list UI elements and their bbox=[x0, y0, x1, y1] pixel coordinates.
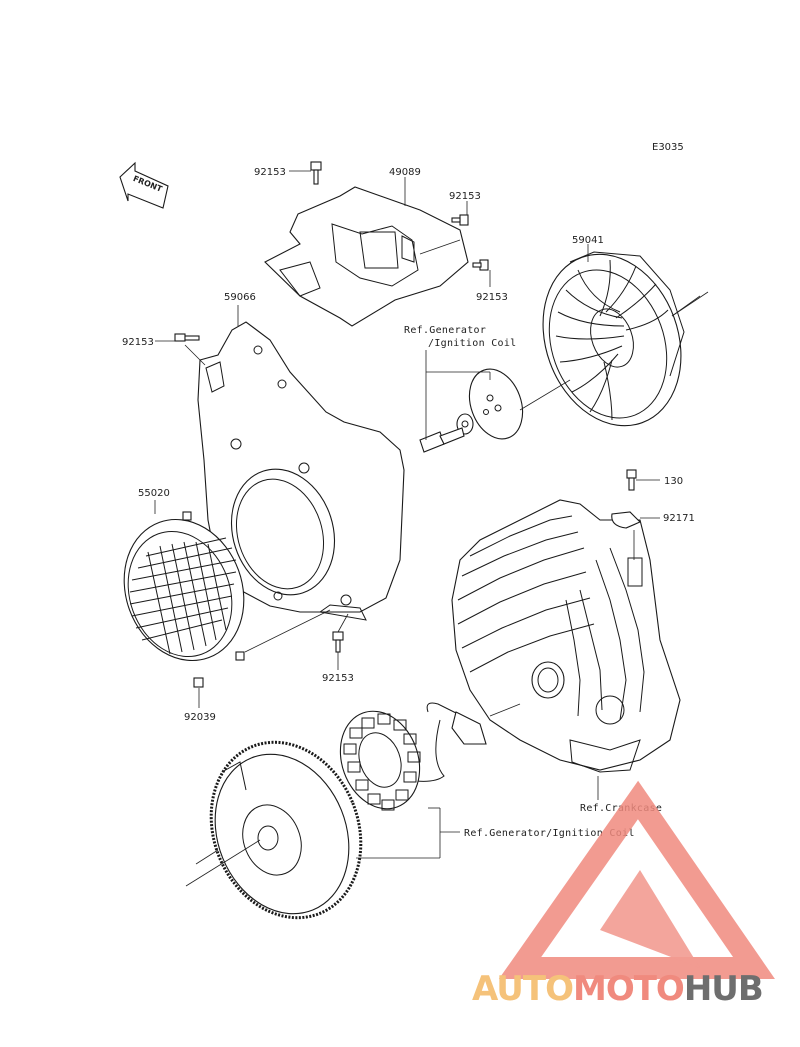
part-label-92153-c: 92153 bbox=[476, 292, 508, 303]
part-label-49089: 49089 bbox=[389, 167, 421, 178]
wire-connector bbox=[407, 702, 487, 782]
bolt-92153-e-icon bbox=[332, 631, 344, 653]
watermark-logo bbox=[498, 780, 775, 979]
part-label-92153-b: 92153 bbox=[449, 191, 481, 202]
fan-shroud-59066 bbox=[197, 321, 405, 621]
part-label-92153-a: 92153 bbox=[254, 167, 286, 178]
bolt-92153-a-icon bbox=[310, 161, 322, 185]
svg-text:AUTOMOTOHUB: AUTOMOTOHUB bbox=[472, 969, 763, 1009]
diagram-code: E3035 bbox=[652, 142, 684, 153]
clamp-92171-icon bbox=[611, 511, 641, 529]
cover-49089 bbox=[264, 186, 469, 327]
part-label-59041: 59041 bbox=[572, 235, 604, 246]
part-label-92171: 92171 bbox=[663, 513, 695, 524]
part-label-92039: 92039 bbox=[184, 712, 216, 723]
bolt-92153-b-icon bbox=[451, 214, 469, 226]
ref-generator-label-2: /Ignition Coil bbox=[428, 338, 517, 349]
watermark-text-hub: HUB bbox=[684, 969, 763, 1009]
part-label-59066: 59066 bbox=[224, 292, 256, 303]
crankcase bbox=[451, 499, 681, 773]
part-label-92153-e: 92153 bbox=[322, 673, 354, 684]
bolt-92153-c-icon bbox=[472, 259, 489, 271]
stator-coil bbox=[339, 710, 421, 811]
front-arrow-icon: FRONT bbox=[119, 161, 169, 209]
part-label-130: 130 bbox=[664, 476, 683, 487]
ref-generator-bottom-label: Ref.Generator/Ignition Coil bbox=[464, 828, 635, 839]
watermark-text-moto: MOTO bbox=[573, 969, 684, 1009]
watermark-text-auto: AUTO bbox=[472, 969, 573, 1009]
nut-92039-icon bbox=[193, 677, 204, 688]
bolt-92153-d-icon bbox=[174, 333, 200, 342]
flywheel bbox=[209, 740, 363, 920]
ref-generator-label-1: Ref.Generator bbox=[404, 325, 486, 336]
rotating-screen-55020 bbox=[123, 511, 245, 662]
part-label-55020: 55020 bbox=[138, 488, 170, 499]
flywheel-plate-assembly bbox=[419, 368, 524, 453]
part-label-92153-d: 92153 bbox=[122, 337, 154, 348]
cooling-fan-59041 bbox=[542, 251, 685, 427]
bolt-130-icon bbox=[626, 469, 637, 491]
